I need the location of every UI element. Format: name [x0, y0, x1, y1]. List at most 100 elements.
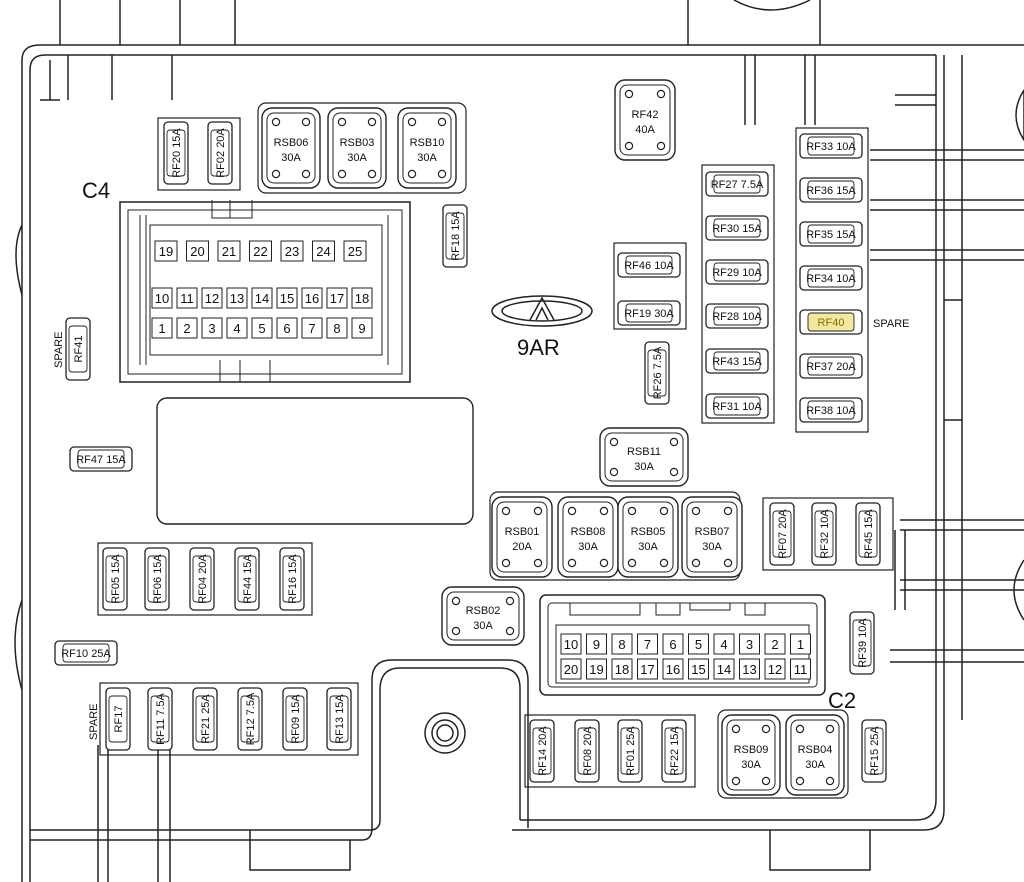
brand-logo-icon [491, 295, 593, 327]
fuse-rf37-20a[interactable]: RF37 20A [799, 353, 863, 379]
connector-pin [586, 658, 607, 680]
fuse-rf39-10a[interactable]: RF39 10A [849, 611, 875, 675]
fuse-rf09-15a[interactable]: RF09 15A [282, 687, 308, 751]
fuse-rf18-15a[interactable]: RF18 15A [442, 204, 468, 268]
pin-number: 2 [771, 637, 778, 652]
fuse-rf32-10a[interactable]: RF32 10A [811, 502, 837, 566]
fuse-rf45-15a[interactable]: RF45 15A [855, 502, 881, 566]
connector-pin [251, 317, 273, 339]
fuse-rf36-15a[interactable]: RF36 15A [799, 177, 863, 203]
fuse-rf02-20a[interactable]: RF02 20A [207, 121, 233, 185]
fuse-rf44-15a[interactable]: RF44 15A [234, 547, 260, 611]
connector-pin [217, 240, 241, 262]
screw-icon [691, 558, 701, 568]
fuse-rf33-10a[interactable]: RF33 10A [799, 133, 863, 159]
connector-pin [276, 317, 298, 339]
connector-pin [249, 240, 272, 262]
fuse-rf29-10a[interactable]: RF29 10A [705, 259, 769, 285]
connector-pin [326, 317, 348, 339]
fuse-rf30-15a[interactable]: RF30 15A [705, 215, 769, 241]
relay-name: RF42 [632, 109, 659, 121]
fuse-label: RF45 15A [863, 509, 875, 559]
fuse-rf01-25a[interactable]: RF01 25A [617, 719, 643, 783]
fuse-rf41[interactable]: RF41 [65, 317, 91, 381]
fuse-rf38-10a[interactable]: RF38 10A [799, 397, 863, 423]
screw-icon [659, 506, 669, 516]
fuse-rf46-10a[interactable]: RF46 10A [617, 252, 681, 278]
pin-number: 14 [255, 291, 269, 306]
screw-icon [609, 437, 619, 447]
fuse-rf40[interactable]: RF40 [799, 309, 863, 335]
screw-icon [761, 724, 771, 734]
fuse-label: RF17 [113, 706, 125, 733]
fuse-rf11-7-5a[interactable]: RF11 7.5A [147, 687, 173, 751]
fuse-rf04-20a[interactable]: RF04 20A [189, 547, 215, 611]
fuse-label: RF44 15A [242, 554, 254, 604]
fuse-rf43-15a[interactable]: RF43 15A [705, 348, 769, 374]
fuse-rf05-15a[interactable]: RF05 15A [102, 547, 128, 611]
fuse-rf06-15a[interactable]: RF06 15A [144, 547, 170, 611]
fuse-rf08-20a[interactable]: RF08 20A [574, 719, 600, 783]
fuse-rf17[interactable]: RF17 [105, 687, 131, 751]
pin-number: 3 [746, 637, 753, 652]
fuse-rf27-7-5a[interactable]: RF27 7.5A [705, 171, 769, 197]
fuse-rf22-15a[interactable]: RF22 15A [661, 719, 687, 783]
pin-number: 7 [308, 321, 315, 336]
c4-label: C4 [82, 178, 110, 203]
fuse-rf31-10a[interactable]: RF31 10A [705, 393, 769, 419]
fuse-rf16-15a[interactable]: RF16 15A [279, 547, 305, 611]
fuse-rf34-10a[interactable]: RF34 10A [799, 265, 863, 291]
connector-pin [280, 240, 304, 262]
fuse-label: RF34 10A [806, 273, 856, 285]
connector-pin [186, 240, 209, 262]
fuse-rf20-15a[interactable]: RF20 15A [163, 121, 189, 185]
screw-icon [627, 506, 637, 516]
fuse-rf10-25a[interactable]: RF10 25A [54, 640, 118, 666]
fuse-rf28-10a[interactable]: RF28 10A [705, 303, 769, 329]
screw-icon [825, 776, 835, 786]
spare-label-rf41: SPARE [53, 332, 65, 368]
screw-icon [731, 776, 741, 786]
fuse-rf15-25a[interactable]: RF15 25A [861, 719, 887, 783]
fuse-rf35-15a[interactable]: RF35 15A [799, 221, 863, 247]
connector-pin [343, 240, 367, 262]
fuse-label: RF12 7.5A [245, 692, 257, 745]
fuse-rf19-30a[interactable]: RF19 30A [617, 300, 681, 326]
screw-icon [437, 117, 447, 127]
pin-number: 24 [316, 244, 330, 259]
connector-pin [301, 317, 323, 339]
screw-icon [624, 141, 634, 151]
mounting-bolt-icon [424, 712, 466, 754]
connector-pin [586, 633, 607, 655]
fuse-rf26-7-5a[interactable]: RF26 7.5A [644, 341, 670, 405]
relay-amperage: 30A [281, 152, 301, 164]
fuse-rf21-25a[interactable]: RF21 25A [192, 687, 218, 751]
connector-pin [611, 658, 633, 680]
relay-name: RSB01 [505, 526, 540, 538]
pin-number: 5 [695, 637, 702, 652]
fuse-rf14-20a[interactable]: RF14 20A [529, 719, 555, 783]
fuse-label: RF40 [818, 317, 845, 329]
pin-number: 9 [358, 321, 365, 336]
fuse-rf13-15a[interactable]: RF13 15A [326, 687, 352, 751]
fuse-rf07-20a[interactable]: RF07 20A [769, 502, 795, 566]
connector-pin [739, 658, 760, 680]
c2-label: C2 [828, 688, 856, 713]
fuse-rf12-7-5a[interactable]: RF12 7.5A [237, 687, 263, 751]
fuse-rf47-15a[interactable]: RF47 15A [69, 446, 133, 472]
fuse-frames [97, 102, 894, 799]
connector-pin [662, 633, 684, 655]
